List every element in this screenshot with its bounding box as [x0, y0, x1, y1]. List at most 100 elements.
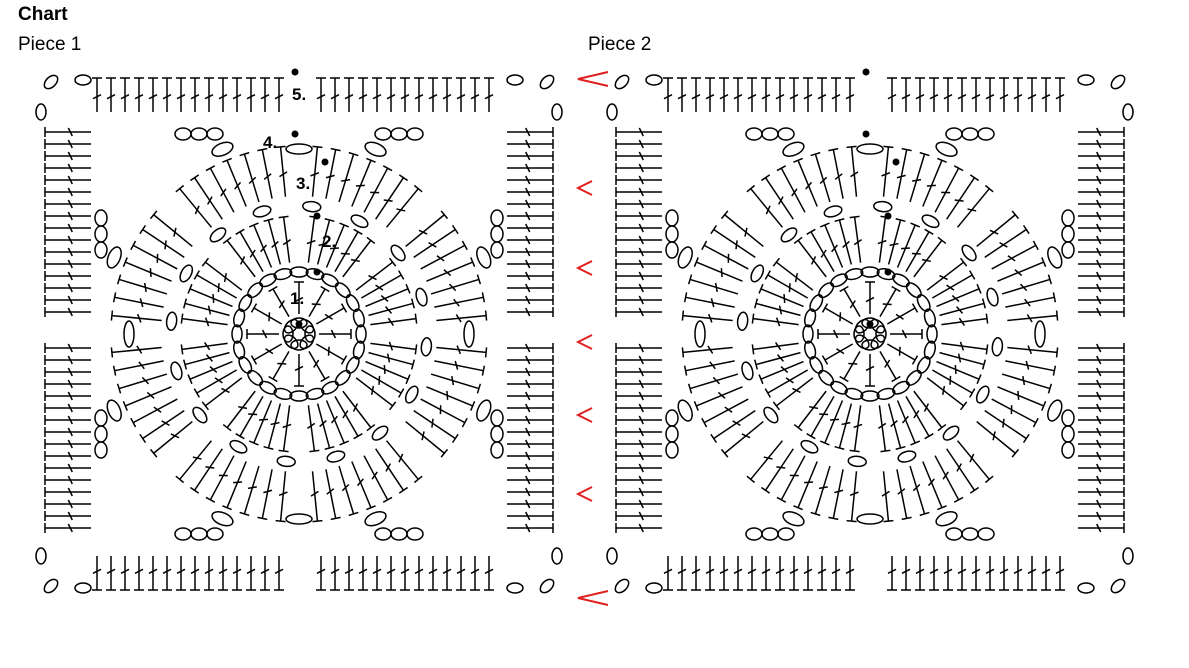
stitch-top-bar	[821, 303, 829, 313]
stitch-top-bar	[413, 184, 423, 193]
stitch-slash	[67, 187, 73, 197]
stitch-top-bar	[149, 210, 158, 220]
stitch-slash	[380, 295, 389, 303]
treble-crochet-icon	[44, 139, 91, 149]
stitch-top-bar	[810, 511, 821, 517]
stitch-slash	[778, 305, 783, 315]
stitch-top-bar	[413, 475, 423, 484]
chain-oval-icon	[299, 334, 315, 350]
stitch-slash	[329, 247, 339, 250]
treble-crochet-icon	[183, 298, 230, 317]
stitch-top-bar	[1022, 433, 1030, 444]
stitch-top-bar	[751, 313, 755, 324]
stitch-slash	[638, 247, 644, 257]
treble-crochet-icon	[235, 228, 264, 273]
chain-oval-icon	[94, 441, 108, 459]
stitch-slash	[887, 94, 897, 100]
stitch-stem	[351, 160, 372, 207]
treble-crochet-icon	[615, 211, 662, 221]
chain-oval-icon	[374, 127, 392, 141]
stitch-stem	[724, 420, 764, 454]
stitch-slash	[956, 463, 963, 472]
stitch-stem	[685, 360, 735, 372]
chain-oval-icon	[761, 127, 779, 141]
treble-crochet-icon	[1027, 77, 1037, 112]
stitch-stem	[114, 296, 164, 308]
treble-crochet-icon	[846, 145, 859, 197]
treble-crochet-icon	[507, 403, 554, 413]
treble-crochet-icon	[890, 329, 923, 339]
chain-oval-icon	[923, 340, 936, 360]
stitch-stem	[114, 360, 164, 372]
stitch-slash	[249, 249, 256, 258]
stitch-stem	[797, 390, 827, 429]
stitch-stem	[360, 274, 402, 299]
stitch-stem	[311, 471, 319, 522]
chain-oval-icon	[276, 455, 296, 468]
treble-crochet-icon	[877, 215, 891, 263]
stitch-top-bar	[760, 486, 771, 494]
stitch-slash	[207, 305, 212, 315]
treble-crochet-icon	[222, 236, 256, 278]
stitch-slash	[831, 94, 841, 100]
stitch-slash	[204, 94, 214, 100]
stitch-slash	[306, 422, 316, 430]
treble-crochet-icon	[106, 556, 116, 591]
stitch-slash	[139, 298, 144, 308]
treble-crochet-icon	[232, 77, 242, 112]
stitch-top-bar	[924, 228, 934, 235]
treble-crochet-icon	[615, 223, 662, 233]
treble-crochet-icon	[316, 77, 326, 112]
chain-oval-icon	[916, 294, 931, 312]
stitch-stem	[420, 398, 466, 424]
stitch-stem	[142, 410, 185, 440]
treble-crochet-icon	[793, 236, 827, 278]
stitch-slash	[733, 94, 743, 100]
stitch-slash	[705, 568, 715, 574]
treble-crochet-icon	[260, 77, 270, 112]
stitch-slash	[956, 306, 964, 314]
chain-oval-icon	[809, 294, 824, 312]
stitch-stem	[181, 342, 228, 351]
stitch-slash	[319, 420, 327, 428]
treble-crochet-icon	[922, 461, 947, 511]
treble-crochet-icon	[507, 523, 554, 533]
chain-oval-icon	[190, 127, 208, 141]
stitch-slash	[881, 171, 891, 177]
join-arrow-icon	[577, 71, 609, 87]
stitch-slash	[957, 568, 967, 574]
stitch-stem	[413, 228, 456, 258]
stitch-top-bar	[268, 285, 278, 293]
stitch-top-bar	[754, 359, 759, 370]
stitch-stem	[775, 261, 814, 291]
stitch-slash	[1096, 403, 1102, 413]
stitch-stem	[976, 214, 1016, 248]
stitch-top-bar	[710, 433, 718, 444]
treble-crochet-icon	[943, 77, 953, 112]
stitch-stem	[760, 288, 804, 308]
stitch-stem	[193, 177, 223, 220]
chain-oval-icon	[1061, 425, 1075, 443]
treble-crochet-icon	[507, 499, 554, 509]
treble-crochet-icon	[428, 556, 438, 591]
stitch-stem	[118, 373, 168, 390]
stitch-stem	[196, 274, 238, 299]
stitch-slash	[282, 238, 292, 246]
treble-crochet-icon	[507, 427, 554, 437]
stitch-slash	[949, 375, 952, 385]
treble-crochet-icon	[984, 224, 1030, 258]
treble-crochet-icon	[294, 281, 304, 314]
stitch-top-bar	[180, 344, 184, 355]
chain-oval-icon	[334, 369, 351, 386]
stitch-stem	[239, 231, 264, 273]
stitch-stem	[838, 219, 853, 265]
stitch-slash	[192, 456, 202, 460]
chain-oval-icon	[229, 439, 248, 454]
stitch-top-bar	[481, 365, 486, 376]
stitch-slash	[1055, 94, 1065, 100]
treble-crochet-icon	[943, 556, 953, 591]
stitch-slash	[707, 345, 714, 354]
treble-crochet-icon	[615, 367, 662, 377]
stitch-top-bar	[910, 440, 921, 446]
stitch-slash	[865, 296, 875, 303]
